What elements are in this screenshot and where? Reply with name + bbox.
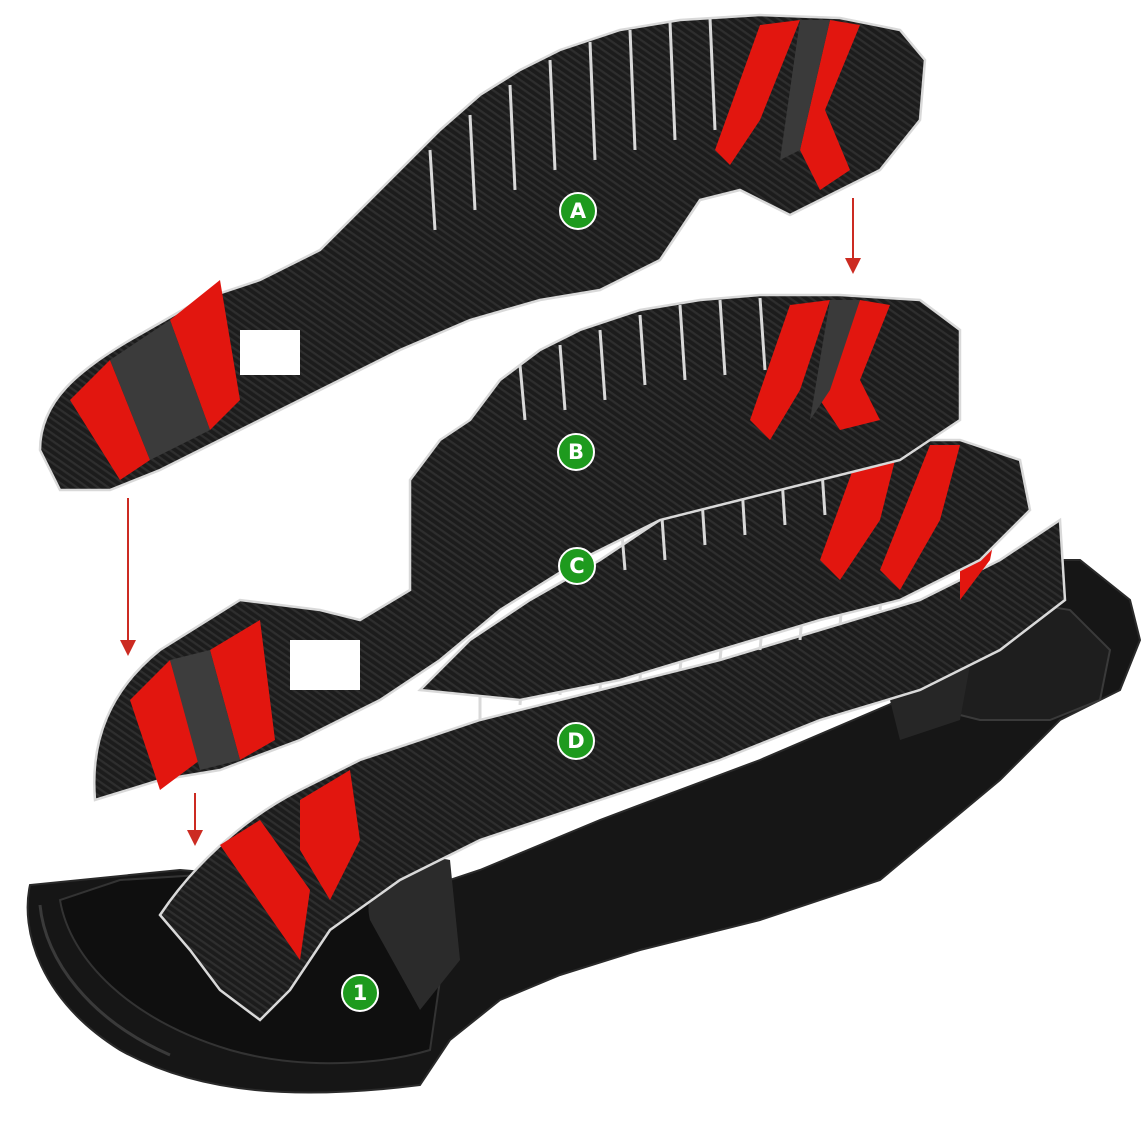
part-label-1: 1 [341,974,379,1012]
part-label-d: D [557,722,595,760]
part-label-a: A [559,192,597,230]
part-label-c: C [558,547,596,585]
part-label-b: B [557,433,595,471]
